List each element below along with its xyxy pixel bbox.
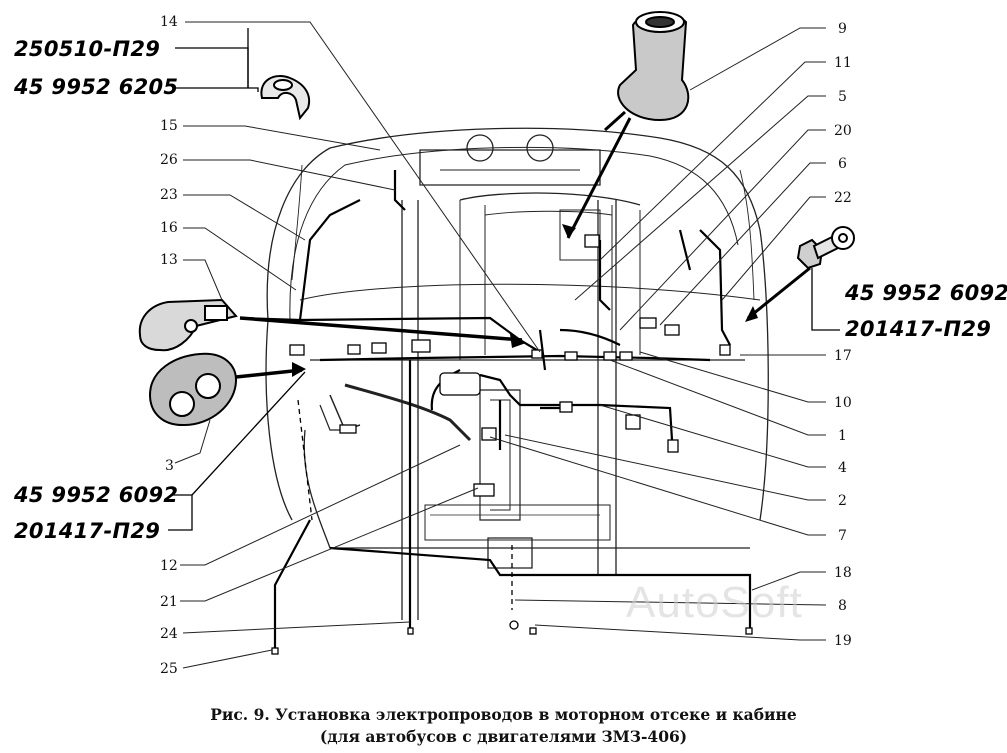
callout-13: 13 [160,252,178,268]
callout-1: 1 [838,428,847,444]
ground-leads [297,399,513,610]
callout-18: 18 [834,565,852,581]
bolt-arrowhead [745,306,758,322]
callout-9: 9 [838,21,847,37]
callout-12: 12 [160,558,178,574]
bolt-illustration [796,226,855,270]
callout-20: 20 [834,123,852,139]
callout-6: 6 [838,156,847,172]
caption-line-2: (для автобусов с двигателями ЗМЗ-406) [319,727,688,746]
grommet-arrowhead [292,362,306,377]
part-brackets [168,28,840,531]
boot-illustration [603,11,690,132]
wiring-harness [239,170,752,650]
callout-3: 3 [165,458,174,474]
callout-15: 15 [160,118,178,134]
watermark: AutoSoft [626,578,803,627]
part-number-bottom-left-2: 201417-П29 [14,519,160,543]
boot-arrow [566,117,632,239]
callout-25: 25 [160,661,178,677]
part-number-right-2: 201417-П29 [845,317,991,341]
callout-21: 21 [160,594,178,610]
callout-8: 8 [838,598,847,614]
callout-19: 19 [834,633,852,649]
grommet-illustration [148,352,238,427]
grommet-arrow [235,368,303,379]
part-number-top-left-1: 250510-П29 [14,37,160,61]
callout-23: 23 [160,187,178,203]
boot-arrowhead [562,224,576,238]
bolt-arrow [747,266,811,320]
callout-2: 2 [838,493,847,509]
part-number-bottom-left-1: 45 9952 6092 [13,483,178,507]
clamp-illustration [138,298,238,352]
clamp-arrowhead [510,334,526,348]
callout-numbers: 14 15 26 23 16 13 3 12 21 24 25 9 11 5 2… [160,14,852,677]
callout-7: 7 [838,528,847,544]
connectors [271,234,753,655]
callout-22: 22 [834,190,852,206]
caption-line-1: Рис. 9. Установка электропроводов в мото… [210,705,797,724]
callout-4: 4 [838,460,847,476]
callout-5: 5 [838,89,847,105]
callout-24: 24 [160,626,178,642]
callout-11: 11 [834,55,852,71]
callout-26: 26 [160,152,178,168]
clip-illustration [260,75,310,121]
callout-14: 14 [160,14,178,30]
cab-outline [265,127,769,620]
part-number-top-left-2: 45 9952 6205 [13,75,178,99]
part-number-right-1: 45 9952 6092 [844,281,1007,305]
callout-16: 16 [160,220,178,236]
callout-10: 10 [834,395,852,411]
clamp-arrow [239,316,523,342]
callout-17: 17 [834,348,852,364]
leader-lines [174,21,827,669]
part-number-labels: 250510-П29 45 9952 6205 45 9952 6092 201… [13,37,1007,543]
